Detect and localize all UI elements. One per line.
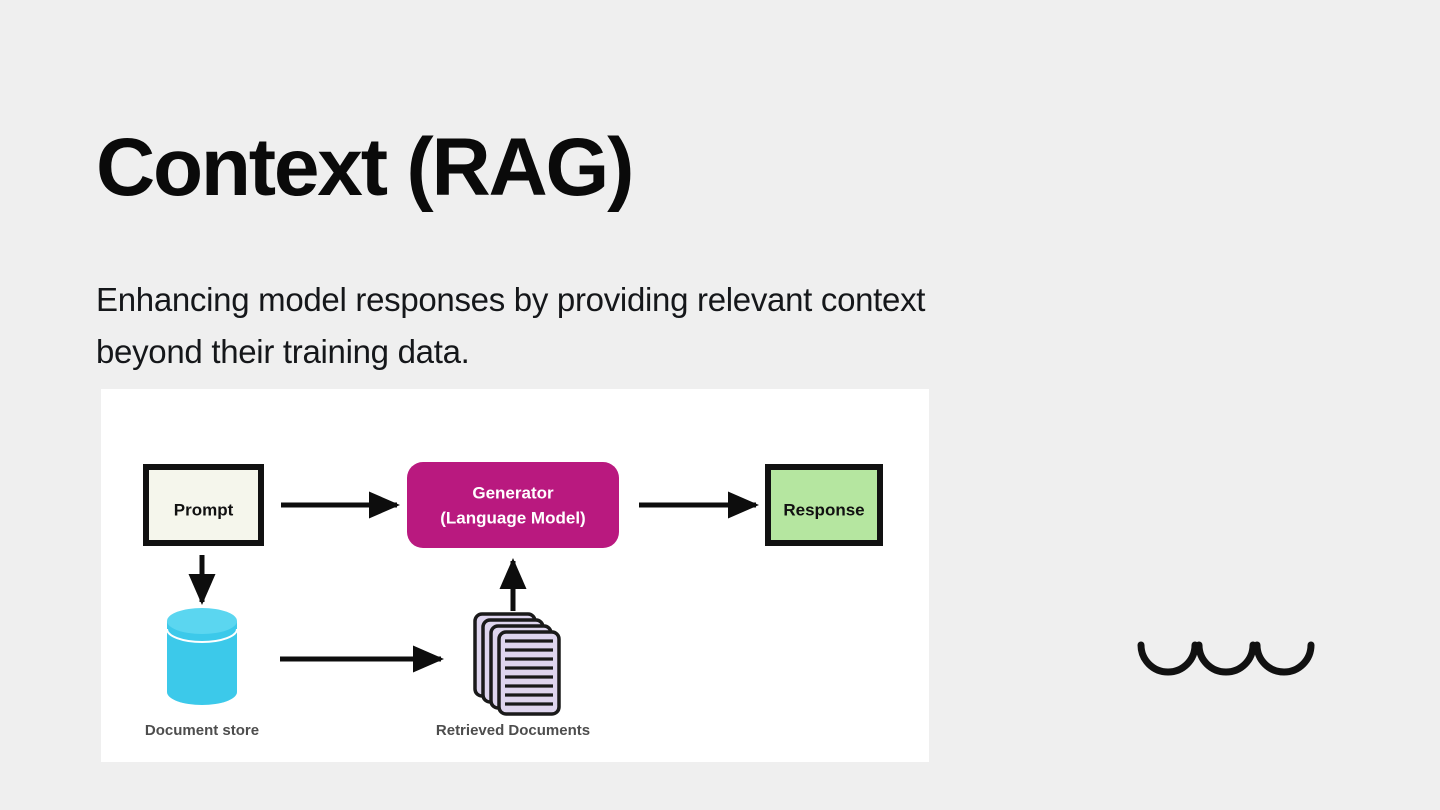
node-retrieved-documents: Retrieved Documents xyxy=(436,612,590,739)
node-response: Response xyxy=(765,464,883,546)
generator-box-shape xyxy=(407,462,619,548)
document-text-lines xyxy=(505,639,553,706)
node-prompt: Prompt xyxy=(143,464,264,546)
prompt-label: Prompt xyxy=(174,500,234,519)
three-arc-motif xyxy=(1136,641,1316,689)
arc-1 xyxy=(1137,641,1199,676)
cylinder-body xyxy=(167,621,237,705)
rag-diagram-panel: Prompt Generator (Language Model) Respon… xyxy=(101,389,929,762)
arc-3 xyxy=(1253,641,1315,676)
cylinder-top xyxy=(167,608,237,634)
arc-2 xyxy=(1195,641,1257,676)
response-box-shape xyxy=(765,464,883,546)
prompt-box-shape xyxy=(143,464,264,546)
three-arc-icon xyxy=(1137,641,1315,676)
node-generator: Generator (Language Model) xyxy=(407,462,619,548)
page-subtitle: Enhancing model responses by providing r… xyxy=(96,281,926,371)
generator-label-line1: Generator xyxy=(472,483,554,502)
generator-label-line2: (Language Model) xyxy=(440,508,585,527)
rag-flow-diagram: Prompt Generator (Language Model) Respon… xyxy=(143,462,883,739)
cylinder-rim-line xyxy=(166,628,238,643)
retrieved-documents-label: Retrieved Documents xyxy=(436,722,590,739)
node-document-store: Document store xyxy=(145,608,259,739)
response-label: Response xyxy=(783,500,864,519)
document-sheet-front xyxy=(497,630,561,716)
page-title: Context (RAG) xyxy=(96,121,634,213)
document-store-label: Document store xyxy=(145,722,259,739)
